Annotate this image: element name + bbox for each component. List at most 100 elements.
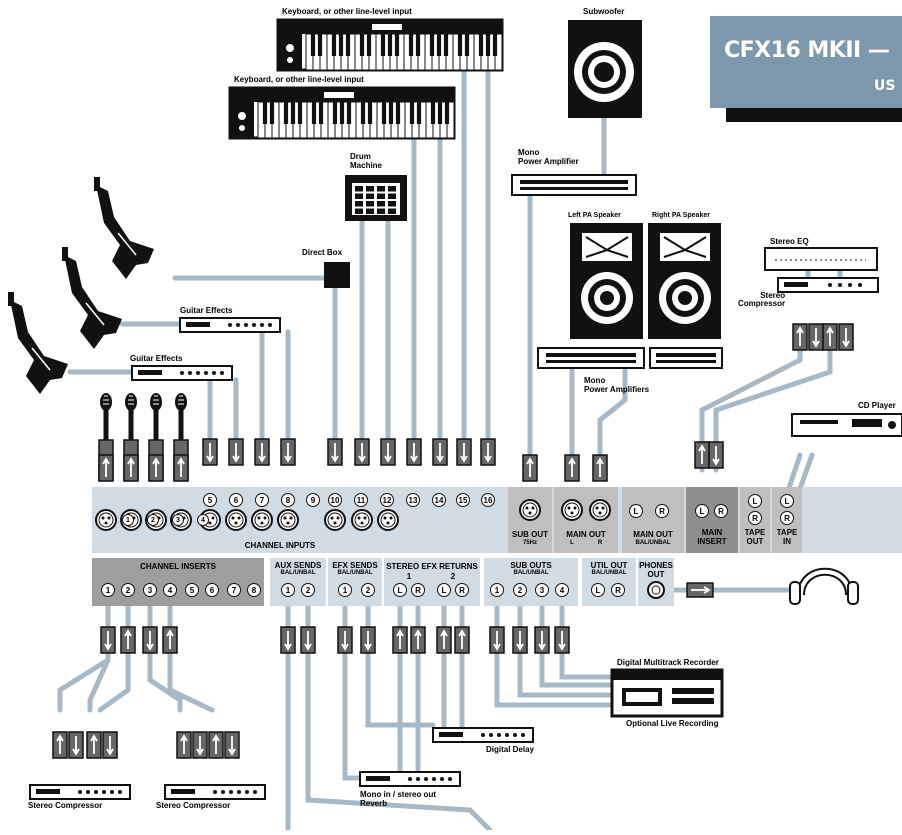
aux-send-1-jack[interactable]: 1 bbox=[281, 583, 295, 597]
stereo-compressor-top-graphic bbox=[777, 277, 879, 293]
channel-input-4-jack[interactable]: 4 bbox=[197, 514, 209, 526]
tape-in-l-jack[interactable]: L bbox=[780, 494, 794, 508]
channel-input-9-jack[interactable]: 9 bbox=[306, 493, 320, 507]
stereo-compressor-top-label: Stereo Compressor bbox=[738, 291, 786, 308]
channel-inputs-label: CHANNEL INPUTS bbox=[244, 541, 316, 550]
efx-sends-label: EFX SENDS bbox=[332, 561, 378, 570]
channel-insert-6-jack[interactable]: 6 bbox=[205, 583, 219, 597]
sub-out-2-jack[interactable]: 2 bbox=[513, 583, 527, 597]
return-2-l-jack[interactable]: L bbox=[437, 583, 451, 597]
channel-input-12-jack[interactable]: 12 bbox=[380, 493, 394, 507]
mono-power-amp-right bbox=[649, 347, 723, 369]
mono-power-amp-top bbox=[511, 174, 637, 196]
multitrack-label: Digital Multitrack Recorder bbox=[617, 658, 719, 667]
sub-out-4-jack[interactable]: 4 bbox=[555, 583, 569, 597]
banner-title: CFX16 MKII — bbox=[724, 38, 890, 63]
efx-send-1-jack[interactable]: 1 bbox=[338, 583, 352, 597]
phones-out-label: PHONES OUT bbox=[639, 561, 673, 579]
channel-insert-2-jack[interactable]: 2 bbox=[121, 583, 135, 597]
keyboard-bottom-graphic bbox=[228, 86, 456, 140]
main-out-label: MAIN OUT bbox=[566, 530, 606, 539]
tape-out-l-jack[interactable]: L bbox=[748, 494, 762, 508]
channel-input-16-jack[interactable]: 16 bbox=[481, 493, 495, 507]
banner-subtitle: US bbox=[874, 78, 896, 94]
channel-input-1-jack[interactable]: 1 bbox=[122, 514, 134, 526]
tape-in-label: TAPE IN bbox=[776, 528, 798, 546]
keyboard-top-graphic bbox=[276, 18, 504, 72]
channel-input-14-jack[interactable]: 14 bbox=[432, 493, 446, 507]
mono-power-amps-label: Mono Power Amplifiers bbox=[584, 376, 650, 394]
channel-input-7-jack[interactable]: 7 bbox=[255, 493, 269, 507]
channel-input-10-jack[interactable]: 10 bbox=[328, 493, 342, 507]
return-1-l-jack[interactable]: L bbox=[393, 583, 407, 597]
drum-machine-graphic bbox=[345, 175, 407, 221]
right-pa-speaker-graphic bbox=[648, 223, 721, 339]
sub-out-label: SUB OUT bbox=[512, 530, 548, 539]
channel-insert-7-jack[interactable]: 7 bbox=[227, 583, 241, 597]
mono-power-amp-label: Mono Power Amplifier bbox=[518, 148, 579, 166]
optional-live-label: Optional Live Recording bbox=[626, 719, 719, 728]
channel-input-5-jack[interactable]: 5 bbox=[203, 493, 217, 507]
channel-insert-1-jack[interactable]: 1 bbox=[101, 583, 115, 597]
panel-bottom-bg bbox=[92, 558, 674, 606]
stereo-eq-graphic bbox=[764, 247, 878, 271]
channel-insert-5-jack[interactable]: 5 bbox=[185, 583, 199, 597]
main-insert-r-jack[interactable]: R bbox=[714, 504, 728, 518]
returns-1-label: 1 bbox=[406, 572, 412, 581]
main-out-r: R bbox=[597, 540, 603, 546]
channel-input-2-jack[interactable]: 2 bbox=[147, 514, 159, 526]
channel-input-13-jack[interactable]: 13 bbox=[406, 493, 420, 507]
digital-delay-label: Digital Delay bbox=[486, 745, 535, 754]
return-1-r-jack[interactable]: R bbox=[411, 583, 425, 597]
sub-out-sub: 75Hz bbox=[522, 540, 537, 546]
aux-sends-label: AUX SENDS bbox=[274, 561, 322, 570]
left-pa-label: Left PA Speaker bbox=[568, 212, 621, 219]
tape-out-r-jack[interactable]: R bbox=[748, 511, 762, 525]
right-pa-label: Right PA Speaker bbox=[652, 212, 710, 219]
main-out-bal-l-jack[interactable]: L bbox=[629, 504, 643, 518]
channel-input-8-jack[interactable]: 8 bbox=[281, 493, 295, 507]
mono-power-amp-left bbox=[537, 347, 645, 369]
main-out-bal-r-jack[interactable]: R bbox=[655, 504, 669, 518]
multitrack-recorder-graphic bbox=[610, 668, 724, 718]
channel-insert-3-jack[interactable]: 3 bbox=[143, 583, 157, 597]
cd-player-graphic bbox=[791, 413, 902, 437]
sub-out-1-jack[interactable]: 1 bbox=[490, 583, 504, 597]
util-out-l-jack[interactable]: L bbox=[591, 583, 605, 597]
return-2-r-jack[interactable]: R bbox=[455, 583, 469, 597]
returns-2-label: 2 bbox=[450, 572, 456, 581]
channel-input-3-jack[interactable]: 3 bbox=[172, 514, 184, 526]
cables bbox=[57, 67, 843, 833]
subwoofer-graphic bbox=[568, 20, 642, 118]
sub-out-3-jack[interactable]: 3 bbox=[535, 583, 549, 597]
main-insert-l-jack[interactable]: L bbox=[695, 504, 709, 518]
guitar-3-graphic bbox=[7, 291, 69, 395]
title-banner bbox=[710, 16, 902, 108]
util-out-r-jack[interactable]: R bbox=[611, 583, 625, 597]
stereo-compressor-right-label: Stereo Compressor bbox=[156, 801, 231, 810]
efx-send-2-jack[interactable]: 2 bbox=[361, 583, 375, 597]
channel-insert-8-jack[interactable]: 8 bbox=[247, 583, 261, 597]
main-out-bal-sub: BAL/UNBAL bbox=[635, 540, 671, 546]
tape-out-label: TAPE OUT bbox=[744, 528, 766, 546]
tape-in-r-jack[interactable]: R bbox=[780, 511, 794, 525]
aux-send-2-jack[interactable]: 2 bbox=[301, 583, 315, 597]
util-out-sub: BAL/UNBAL bbox=[591, 570, 627, 576]
channel-input-15-jack[interactable]: 15 bbox=[456, 493, 470, 507]
left-pa-speaker-graphic bbox=[570, 223, 643, 339]
stereo-efx-returns-label: STEREO EFX RETURNS bbox=[386, 562, 478, 571]
guitar-effects-2-label: Guitar Effects bbox=[130, 354, 183, 363]
channel-insert-4-jack[interactable]: 4 bbox=[163, 583, 177, 597]
cd-player-label: CD Player bbox=[858, 401, 896, 410]
aux-sends-sub: BAL/UNBAL bbox=[280, 570, 316, 576]
channel-input-6-jack[interactable]: 6 bbox=[229, 493, 243, 507]
drum-machine-label: Drum Machine bbox=[350, 152, 383, 170]
channel-input-11-jack[interactable]: 11 bbox=[354, 493, 368, 507]
guitar-2-graphic bbox=[61, 246, 123, 350]
keyboard-top-label: Keyboard, or other line-level input bbox=[282, 7, 412, 16]
channel-inserts-label: CHANNEL INSERTS bbox=[140, 562, 216, 571]
keyboard-bottom-label: Keyboard, or other line-level input bbox=[234, 75, 364, 84]
efx-sends-sub: BAL/UNBAL bbox=[337, 570, 373, 576]
